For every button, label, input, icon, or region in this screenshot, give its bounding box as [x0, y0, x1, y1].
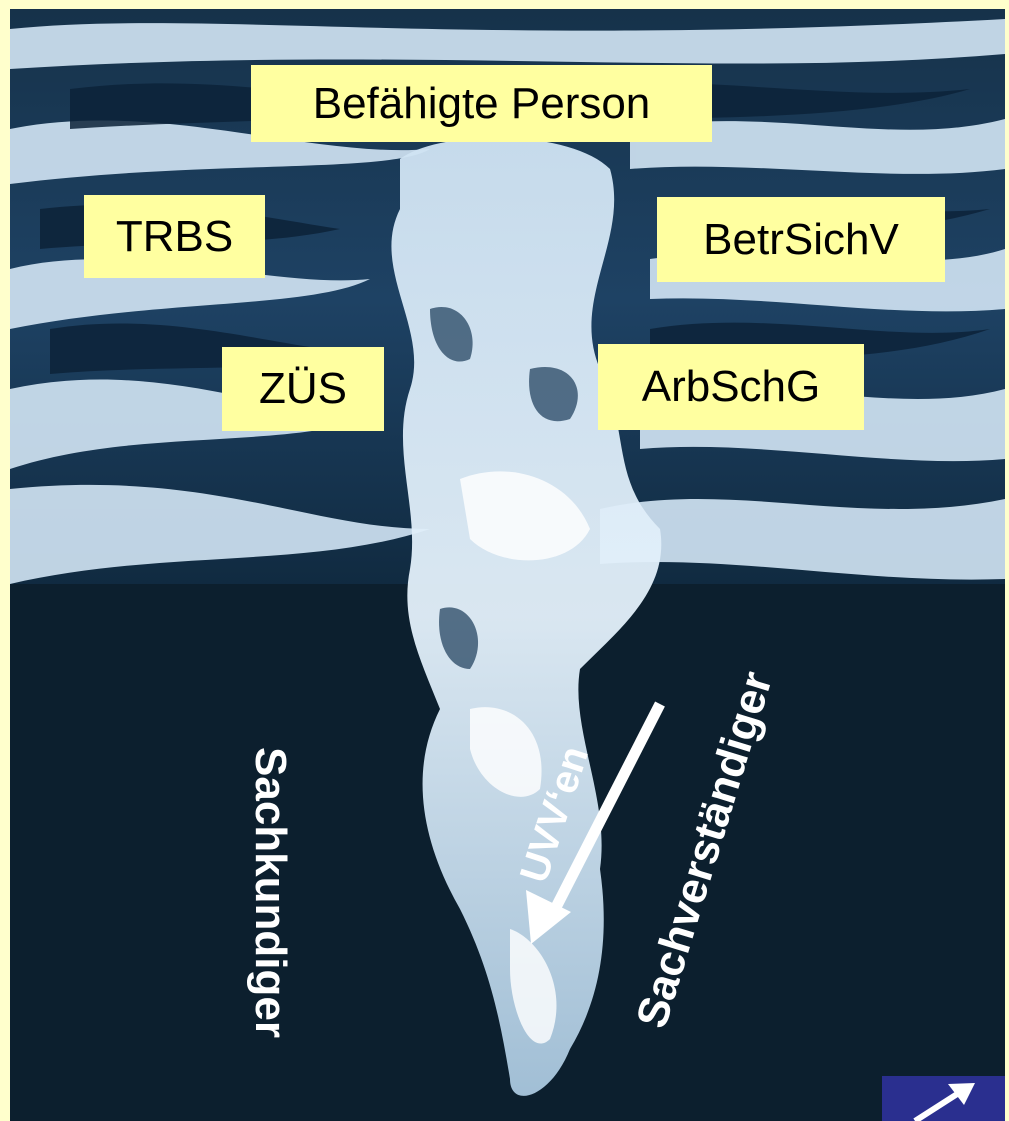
whirlpool-image — [10, 9, 1005, 1121]
label-befaehigte-person: Befähigte Person — [251, 65, 712, 142]
label-zues: ZÜS — [222, 347, 384, 431]
label-sachkundiger: Sachkundiger — [246, 747, 295, 1038]
arrow-icon — [526, 701, 665, 944]
label-arbschg: ArbSchG — [598, 344, 864, 430]
nav-arrow-icon[interactable] — [882, 1076, 1005, 1121]
label-betrsichv: BetrSichV — [657, 197, 945, 282]
label-trbs: TRBS — [84, 195, 265, 278]
